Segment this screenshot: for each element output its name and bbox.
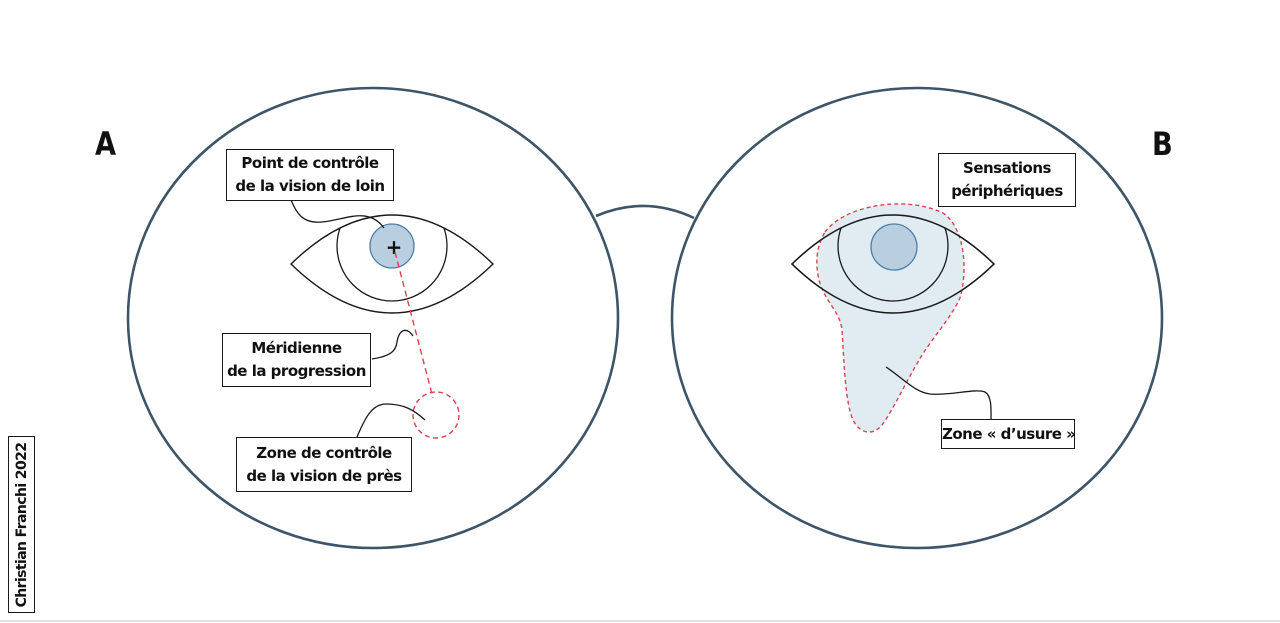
right-eye-outline-top bbox=[790, 214, 996, 314]
credit-box: Christian Franchi 2022 bbox=[8, 436, 35, 613]
wear-zone-area bbox=[816, 203, 965, 433]
leader-wear-zone bbox=[885, 366, 992, 421]
panel-letter-b: B bbox=[1152, 125, 1173, 163]
left-lens bbox=[126, 86, 620, 550]
label-near-control-zone-line1: Zone de contrôle bbox=[256, 443, 392, 462]
label-peripheral-sensations-line1: Sensations bbox=[963, 159, 1051, 177]
distance-control-cross: + bbox=[386, 235, 403, 259]
label-distance-control-point: Point de contrôle de la vision de loin bbox=[226, 149, 394, 201]
progression-meridian-line bbox=[394, 251, 434, 399]
label-distance-control-point-line1: Point de contrôle bbox=[241, 154, 379, 172]
label-peripheral-sensations: Sensations périphériques bbox=[938, 153, 1076, 207]
right-lens bbox=[670, 86, 1164, 550]
credit-text: Christian Franchi 2022 bbox=[13, 442, 30, 607]
label-near-control-zone: Zone de contrôle de la vision de près bbox=[236, 437, 412, 492]
leader-near-control bbox=[356, 403, 426, 438]
label-progression-meridian-line2: de la progression bbox=[227, 362, 366, 380]
label-wear-zone-line1: Zone « d’usure » bbox=[942, 424, 1076, 443]
glasses-bridge bbox=[595, 204, 695, 220]
right-iris bbox=[837, 215, 949, 302]
panel-letter-a: A bbox=[95, 125, 117, 163]
right-pupil bbox=[870, 223, 918, 271]
right-eye bbox=[790, 203, 996, 433]
left-pupil bbox=[369, 223, 415, 269]
label-peripheral-sensations-line2: périphériques bbox=[951, 182, 1063, 200]
label-near-control-zone-line2: de la vision de près bbox=[246, 466, 402, 485]
bottom-divider bbox=[0, 620, 1280, 622]
label-progression-meridian: Méridienne de la progression bbox=[222, 333, 371, 387]
leader-distance-control bbox=[290, 199, 385, 229]
left-eye bbox=[289, 214, 495, 314]
label-wear-zone: Zone « d’usure » bbox=[941, 419, 1076, 449]
leader-progression-meridian bbox=[371, 329, 414, 360]
near-control-zone-circle bbox=[412, 391, 460, 439]
left-iris bbox=[336, 215, 448, 302]
label-distance-control-point-line2: de la vision de loin bbox=[235, 177, 385, 195]
label-progression-meridian-line1: Méridienne bbox=[251, 339, 342, 357]
